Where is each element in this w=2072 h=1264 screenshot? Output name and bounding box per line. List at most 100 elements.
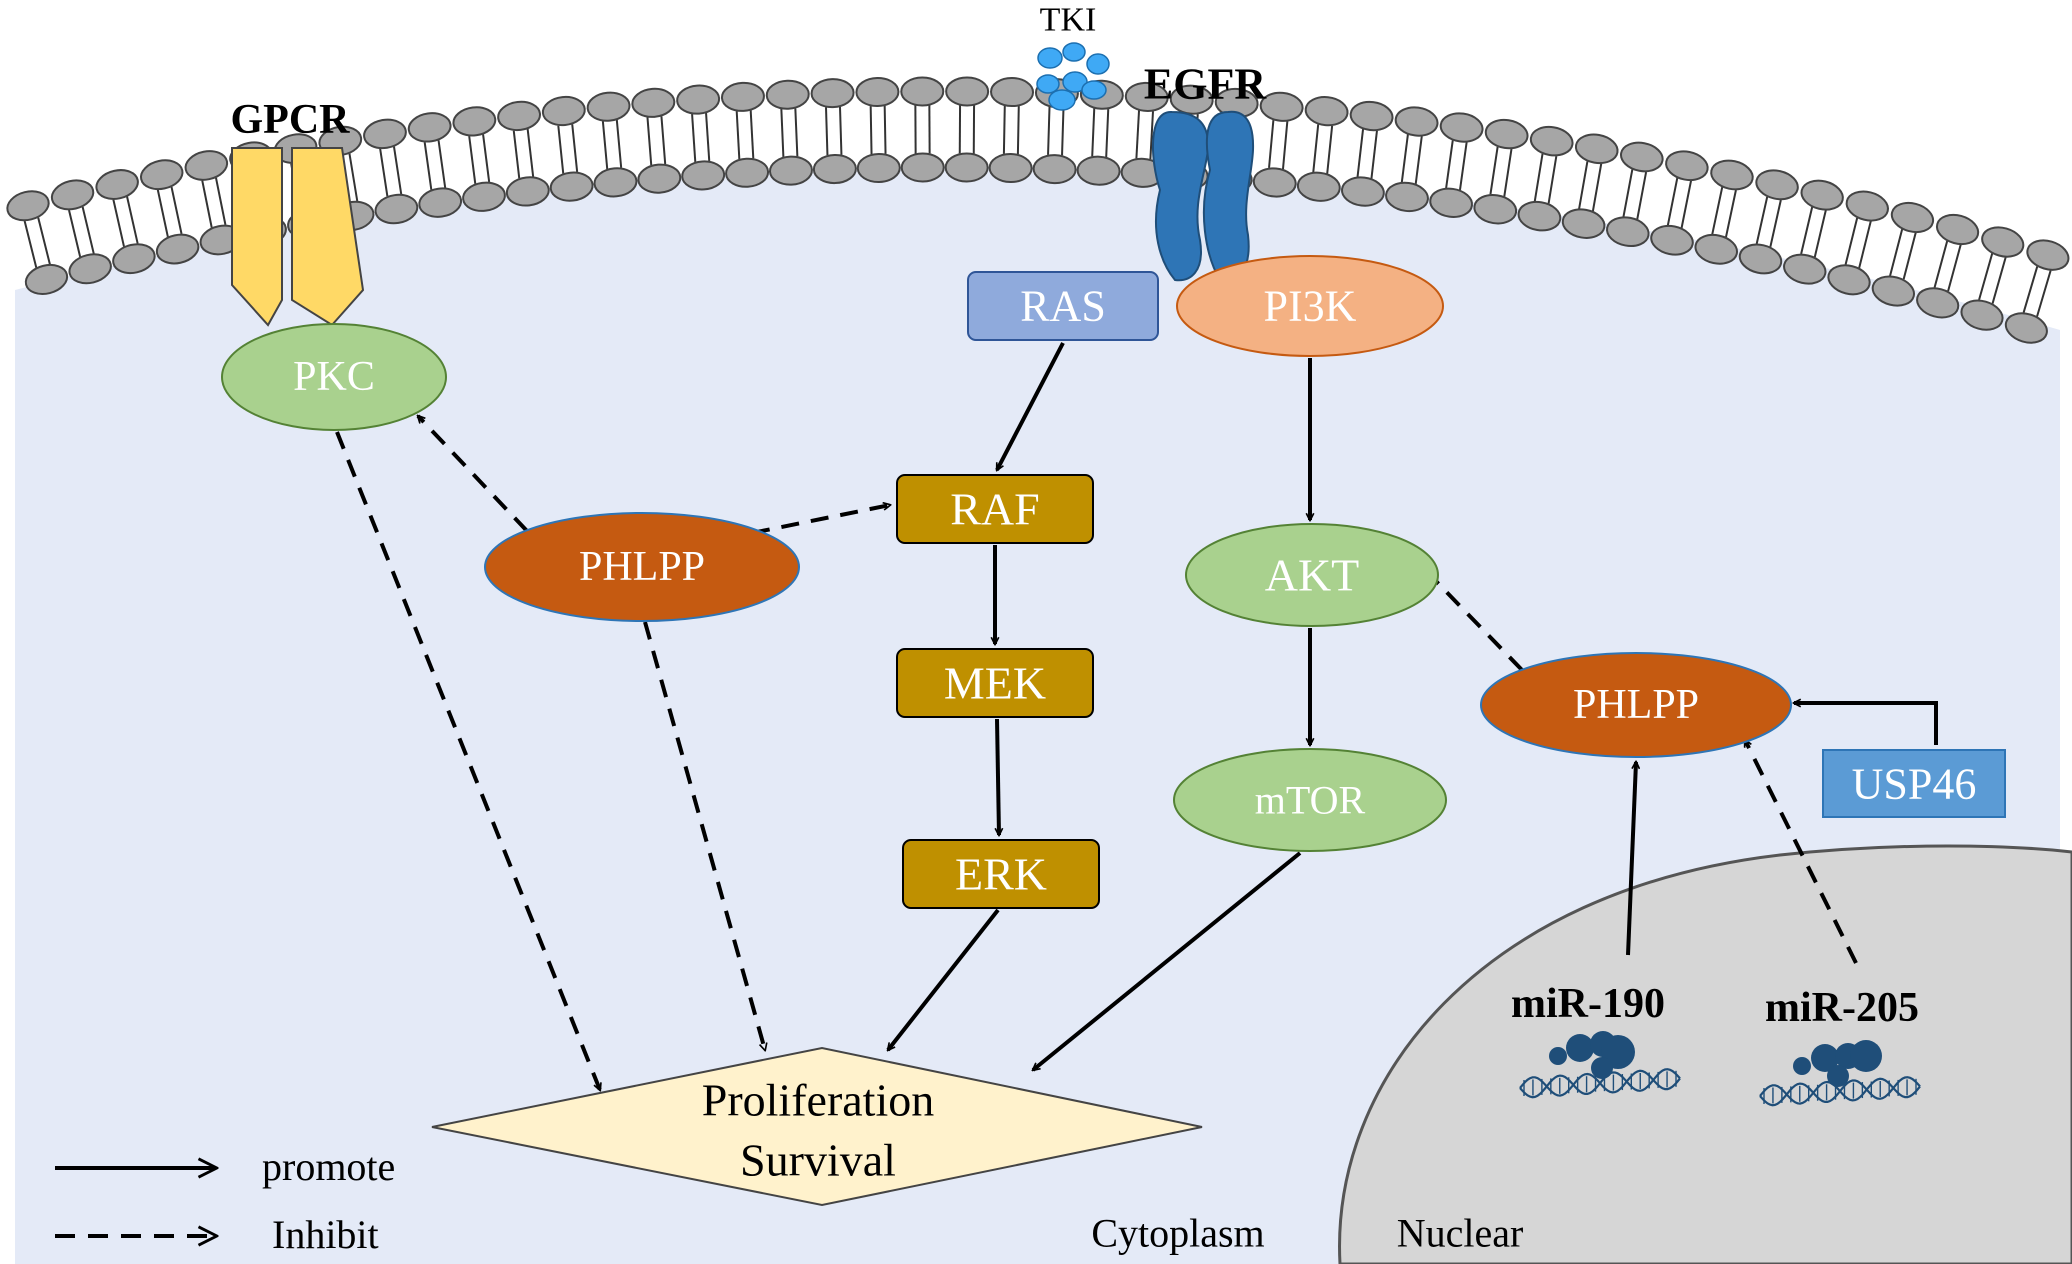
lipid-molecule xyxy=(944,76,990,183)
raf-node: RAF xyxy=(896,474,1094,544)
ras-label: RAS xyxy=(1020,282,1106,331)
lipid-molecule xyxy=(1517,125,1574,232)
mir205-label: miR-205 xyxy=(1765,985,1919,1031)
tki-molecule xyxy=(1081,80,1107,100)
lipid-molecule xyxy=(1120,81,1169,188)
mek-label: MEK xyxy=(944,658,1046,709)
lipid-molecule xyxy=(541,95,594,202)
akt-label: AKT xyxy=(1265,550,1360,601)
tki-molecule xyxy=(1086,53,1110,75)
lipid-molecule xyxy=(140,159,200,265)
lipid-molecule xyxy=(1783,179,1844,285)
edge-erk-outcome xyxy=(888,908,1000,1050)
edge-mek-erk xyxy=(997,718,999,835)
lipid-molecule xyxy=(50,179,112,285)
lipid-molecule xyxy=(1827,190,1889,296)
lipid-molecule xyxy=(988,77,1035,184)
outcome-node: Proliferation Survival xyxy=(431,1046,1203,1207)
akt-node: AKT xyxy=(1185,523,1439,627)
tki-molecules xyxy=(1036,42,1110,111)
lipid-molecule xyxy=(1871,201,1935,307)
legend-promote-label: promote xyxy=(262,1144,395,1189)
lipid-molecule xyxy=(631,87,682,194)
lipid-molecule xyxy=(1561,133,1619,239)
lipid-molecule xyxy=(1650,150,1709,256)
pkc-label: PKC xyxy=(293,354,375,400)
pi3k-label: PI3K xyxy=(1264,282,1357,331)
tki-label: TKI xyxy=(1040,2,1097,39)
edges xyxy=(335,342,1938,1090)
pkc-node: PKC xyxy=(221,323,447,431)
lipid-molecule xyxy=(1916,213,1980,319)
edge-mir205-phlpp xyxy=(1743,740,1858,964)
tki-molecule xyxy=(1062,42,1086,62)
raf-label: RAF xyxy=(950,484,1039,535)
tki-molecule xyxy=(1037,47,1063,69)
mir205-rna-icon xyxy=(1759,1040,1921,1107)
lipid-molecule xyxy=(1252,91,1304,198)
gpcr-label: GPCR xyxy=(231,97,351,143)
lipid-molecule xyxy=(95,169,156,275)
lipid-molecule xyxy=(1738,169,1799,275)
lipid-molecule xyxy=(720,81,770,188)
legend-inhibit-label: Inhibit xyxy=(272,1212,379,1257)
nuclear-label: Nuclear xyxy=(1397,1211,1524,1256)
mtor-label: mTOR xyxy=(1255,778,1366,823)
mir190-label: miR-190 xyxy=(1511,981,1665,1027)
mir190-rna-icon xyxy=(1519,1031,1681,1099)
mtor-node: mTOR xyxy=(1173,748,1447,852)
lipid-molecule xyxy=(2004,239,2070,344)
edge-phlpp-akt xyxy=(1430,575,1524,672)
lipid-molecule xyxy=(900,76,945,183)
lipid-molecule xyxy=(1605,141,1664,247)
lipid-molecule xyxy=(6,190,69,295)
lipid-molecule xyxy=(765,79,813,186)
erk-node: ERK xyxy=(902,839,1100,909)
edge-mir190-phlpp xyxy=(1626,762,1636,956)
lipid-molecule xyxy=(452,106,506,212)
lipid-molecule xyxy=(1694,159,1754,265)
phlpp-left-node: PHLPP xyxy=(484,512,800,622)
lipid-molecule xyxy=(1340,100,1394,207)
tki-molecule xyxy=(1036,74,1060,94)
mir205-group: miR-205 xyxy=(1759,985,1921,1107)
usp46-node: USP46 xyxy=(1822,749,2006,818)
outcome-line2: Survival xyxy=(740,1135,896,1186)
phlpp-left-label: PHLPP xyxy=(579,544,705,590)
mek-node: MEK xyxy=(896,648,1094,718)
lipid-molecule xyxy=(810,78,857,185)
edge-phlpp-raf xyxy=(751,505,890,535)
lipid-molecule xyxy=(586,91,638,198)
egfr-receptor xyxy=(1152,110,1255,282)
mir190-group: miR-190 xyxy=(1511,981,1681,1099)
lipid-molecule xyxy=(363,118,419,225)
tki-molecule xyxy=(1048,89,1076,111)
lipid-molecule xyxy=(1960,226,2025,331)
erk-label: ERK xyxy=(955,849,1047,900)
lipid-molecule xyxy=(1296,96,1349,202)
phlpp-right-label: PHLPP xyxy=(1573,682,1699,728)
ras-node: RAS xyxy=(967,271,1159,341)
lipid-molecule xyxy=(1473,118,1529,225)
lipid-bilayer xyxy=(6,76,2070,344)
outcome-line1: Proliferation xyxy=(702,1075,935,1126)
pi3k-node: PI3K xyxy=(1176,255,1444,357)
lipid-molecule xyxy=(676,84,726,191)
edge-mtor-outcome xyxy=(1033,851,1302,1070)
egfr-label: EGFR xyxy=(1144,60,1267,109)
nucleus xyxy=(1338,844,2072,1264)
edge-ras-raf xyxy=(995,342,1065,470)
lipid-molecule xyxy=(1429,112,1484,218)
legend: promote Inhibit xyxy=(55,1144,395,1257)
lipid-molecule xyxy=(1385,106,1439,213)
usp46-label: USP46 xyxy=(1852,760,1977,809)
edge-usp46-phlpp xyxy=(1794,703,1938,745)
lipid-molecule xyxy=(497,100,550,207)
edge-phlpp-outcome xyxy=(643,621,765,1050)
cytoplasm-label: Cytoplasm xyxy=(1091,1211,1264,1256)
lipid-molecule xyxy=(407,112,463,218)
phlpp-right-node: PHLPP xyxy=(1480,652,1792,758)
gpcr-receptor xyxy=(231,147,365,327)
lipid-molecule xyxy=(855,77,901,183)
